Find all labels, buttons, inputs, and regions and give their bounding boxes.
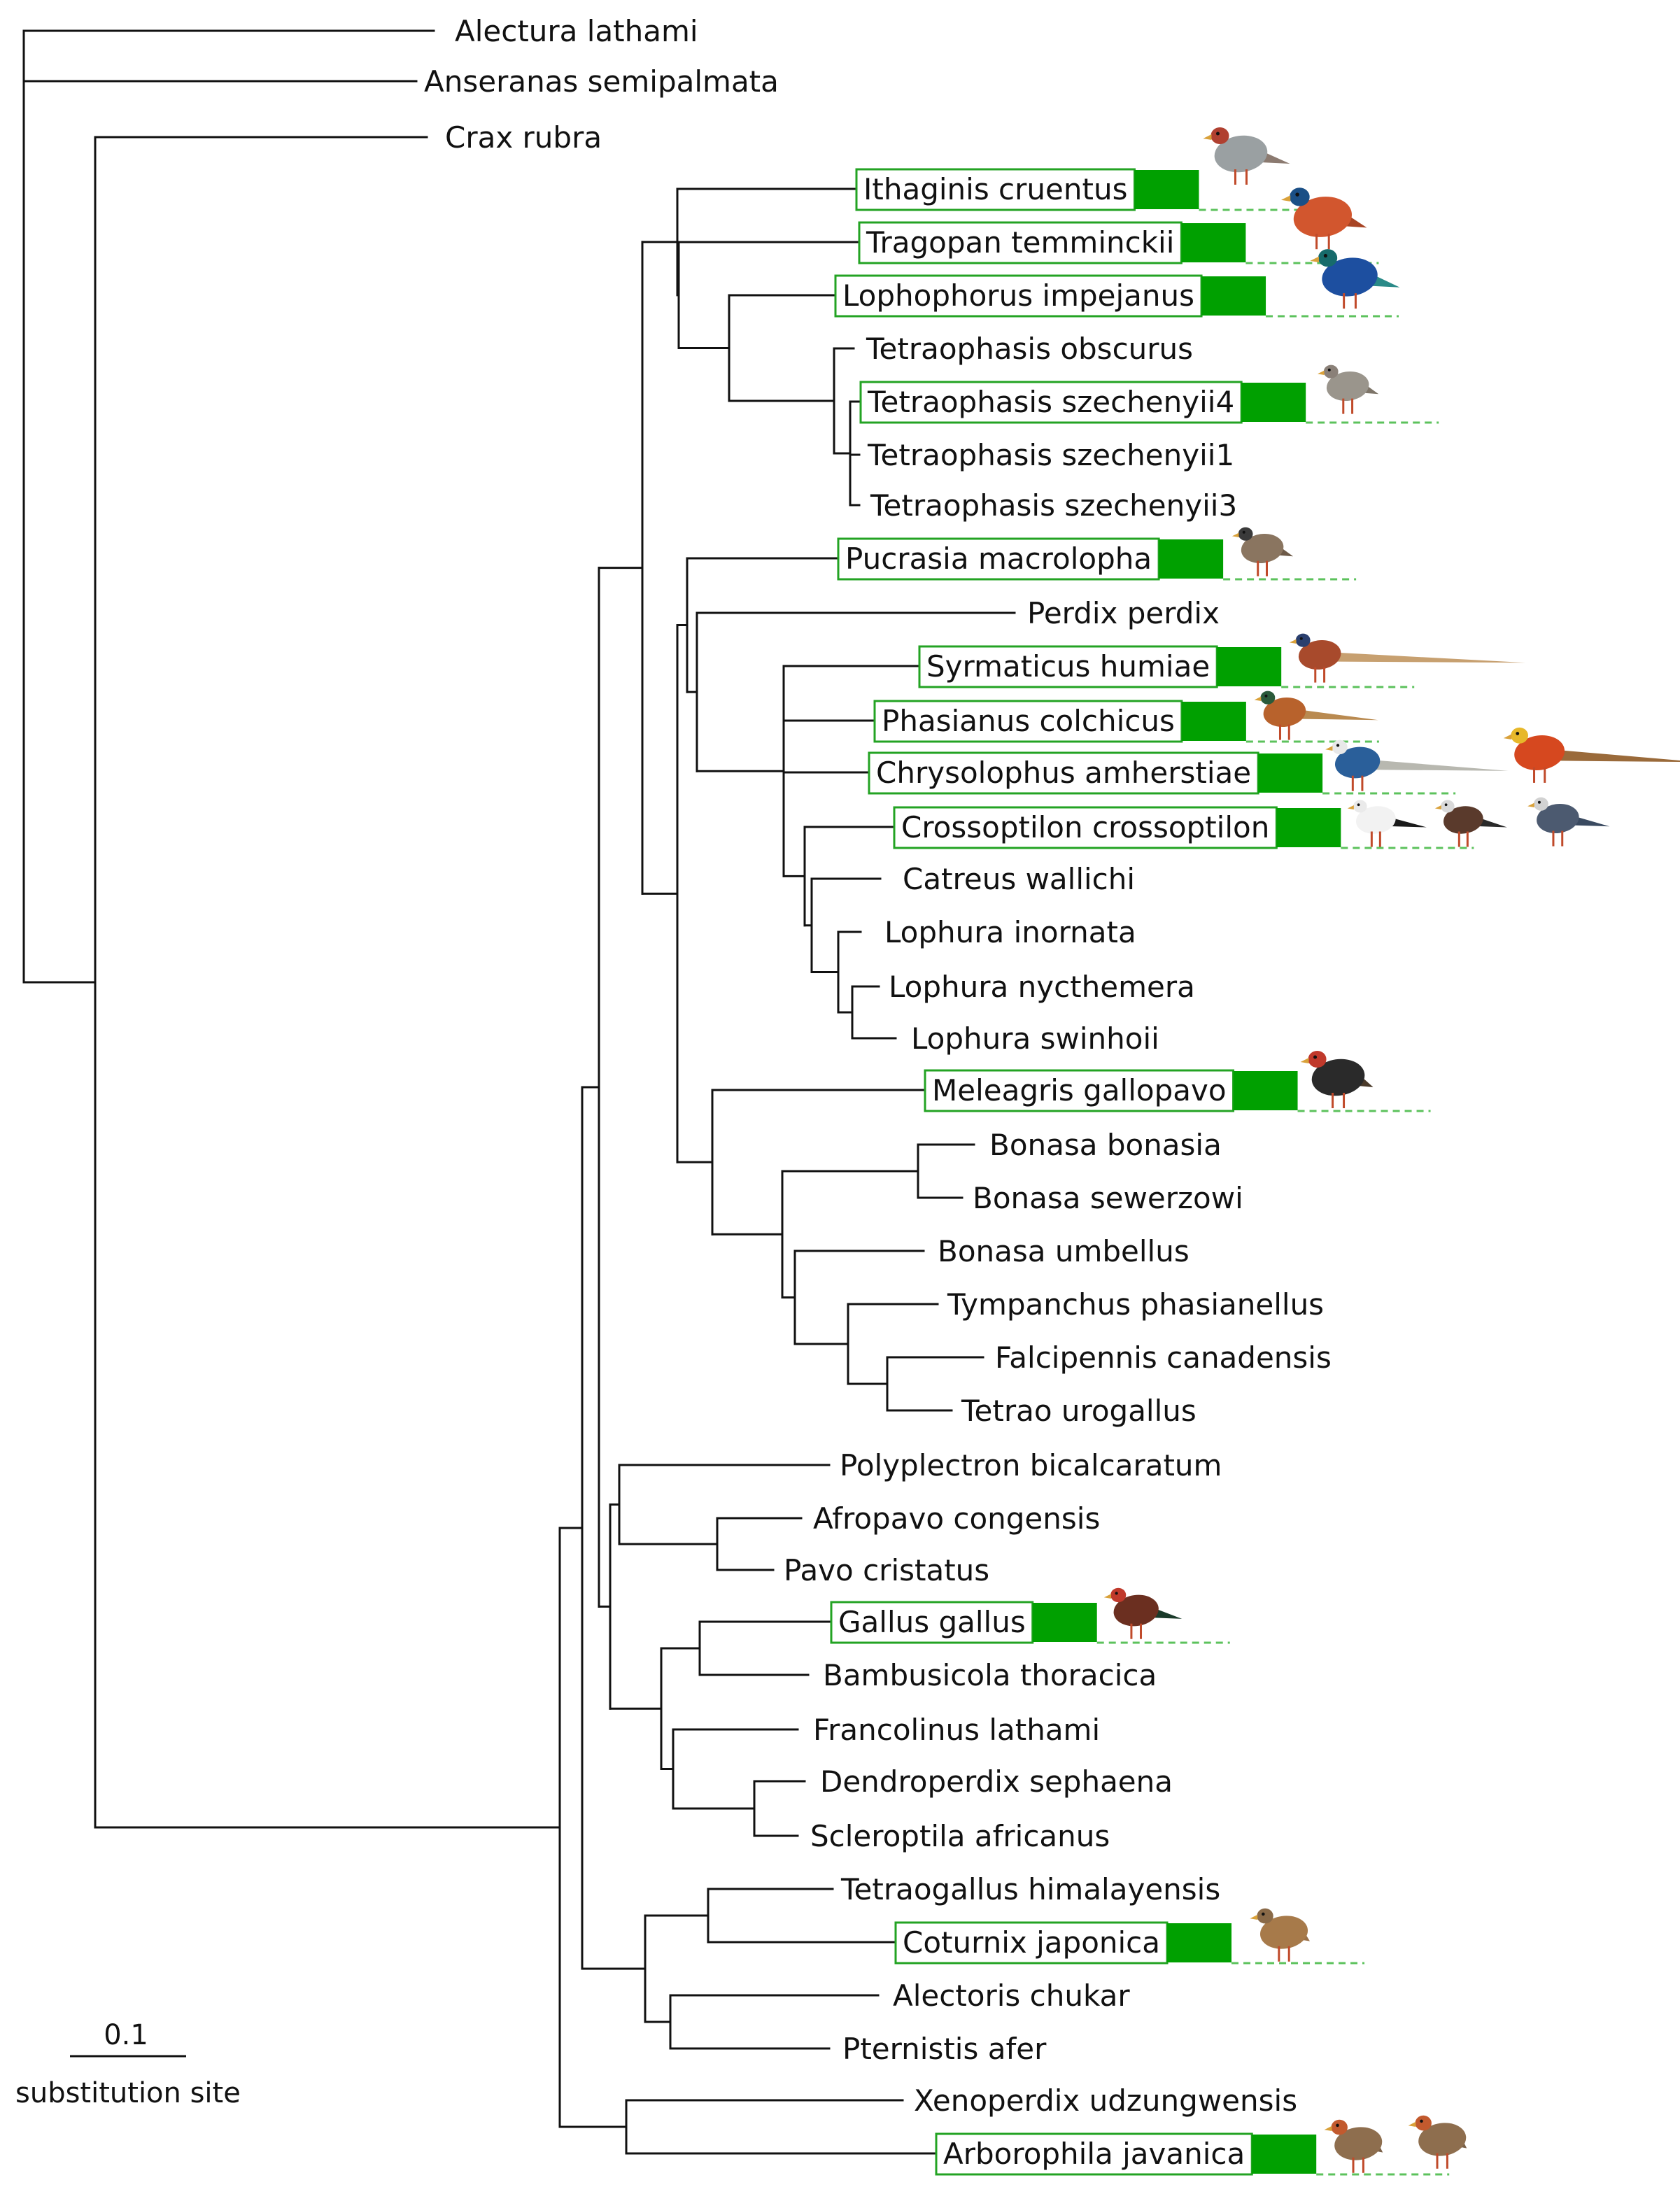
taxon-label: Polyplectron bicalcaratum — [840, 1448, 1222, 1482]
taxon-label: Lophophorus impejanus — [842, 278, 1194, 313]
taxon-label: Phasianus colchicus — [882, 704, 1175, 738]
monal-partridge-icon — [1317, 364, 1379, 414]
highlight-bar — [1276, 808, 1341, 847]
blue-eared-pheasant-icon — [1527, 797, 1610, 847]
taxon-label: Dendroperdix sephaena — [820, 1764, 1173, 1799]
taxon-label: Arborophila javanica — [943, 2137, 1245, 2171]
highlight-bar — [1233, 1071, 1298, 1110]
koklass-icon — [1231, 527, 1294, 576]
highlight-boxes — [830, 168, 1474, 2176]
taxon-label: Lophura swinhoii — [911, 1021, 1159, 1056]
highlight-box — [859, 381, 1243, 424]
highlight-box — [893, 806, 1278, 849]
lady-amherst-pheasant-icon — [1325, 739, 1509, 791]
highlight-bar — [1159, 539, 1224, 579]
taxon-label: Scleroptila africanus — [810, 1819, 1110, 1853]
scale-bar: 0.1 substitution site — [15, 2019, 241, 2109]
taxon-label: Alectura lathami — [455, 14, 698, 48]
taxon-label: Tragopan temminckii — [866, 225, 1174, 260]
taxon-label: Chrysolophus amherstiae — [876, 756, 1251, 790]
taxon-label: Francolinus lathami — [813, 1713, 1100, 1747]
highlight-bar — [1181, 702, 1246, 741]
taxon-label: Tetraogallus himalayensis — [840, 1872, 1220, 1906]
highlight-bar — [1252, 2135, 1317, 2174]
highlight-box — [918, 645, 1218, 688]
common-pheasant-icon — [1254, 691, 1378, 740]
taxon-label: Tetraophasis szechenyii4 — [867, 385, 1234, 419]
taxon-label: Tetrao urogallus — [961, 1394, 1197, 1428]
highlight-bar — [1134, 170, 1199, 209]
taxon-label: Tympanchus phasianellus — [947, 1287, 1324, 1322]
taxon-label: Ithaginis cruentus — [863, 172, 1127, 206]
taxon-label: Falcipennis canadensis — [995, 1340, 1332, 1375]
taxon-label: Crossoptilon crossoptilon — [901, 810, 1269, 844]
highlight-bar — [1241, 383, 1306, 422]
tree-branches — [22, 29, 1016, 2155]
quail-icon — [1250, 1908, 1311, 1962]
taxon-label: Pavo cristatus — [784, 1553, 989, 1587]
taxon-label: Xenoperdix udzungwensis — [914, 2083, 1297, 2118]
taxon-label: Bambusicola thoracica — [823, 1658, 1157, 1692]
taxon-label: Lophura inornata — [884, 915, 1136, 949]
highlight-bar — [1181, 223, 1246, 262]
taxon-label: Lophura nycthemera — [889, 970, 1195, 1004]
tragopan-icon — [1280, 187, 1367, 250]
monal-icon — [1310, 249, 1400, 309]
taxon-label: Pternistis afer — [842, 2032, 1047, 2066]
highlight-box — [873, 700, 1183, 743]
highlight-box — [837, 537, 1160, 581]
taxon-label: Catreus wallichi — [903, 862, 1135, 896]
taxon-label: Bonasa sewerzowi — [973, 1181, 1243, 1215]
brown-eared-pheasant-icon — [1434, 800, 1507, 847]
scale-bar-label: substitution site — [15, 2077, 241, 2109]
taxon-label: Pucrasia macrolopha — [845, 542, 1152, 576]
highlight-box — [855, 168, 1136, 211]
highlight-box — [868, 751, 1259, 795]
hill-partridge-2-icon — [1408, 2115, 1467, 2169]
hill-partridge-icon — [1324, 2119, 1383, 2173]
golden-pheasant-icon — [1503, 727, 1680, 783]
taxon-label: Syrmaticus humiae — [926, 649, 1210, 684]
rooster-icon — [1103, 1587, 1183, 1639]
highlight-bar — [1217, 647, 1282, 686]
highlight-bar — [1032, 1603, 1097, 1642]
highlight-bar — [1258, 753, 1323, 793]
taxon-label: Tetraophasis szechenyii1 — [867, 438, 1234, 472]
bird-illustrations — [1103, 127, 1680, 2173]
eared-pheasant-icon — [1347, 800, 1427, 847]
taxon-label: Tetraophasis obscurus — [866, 332, 1193, 366]
taxon-label: Gallus gallus — [838, 1605, 1026, 1639]
taxon-label: Bonasa umbellus — [938, 1234, 1190, 1268]
long-tailed-pheasant-icon — [1289, 633, 1526, 683]
taxon-label: Coturnix japonica — [903, 1925, 1160, 1960]
highlight-bar — [1167, 1923, 1232, 1962]
scale-bar-value: 0.1 — [104, 2019, 148, 2051]
highlight-bar — [1201, 276, 1266, 316]
blood-pheasant-icon — [1203, 127, 1290, 185]
taxon-label: Meleagris gallopavo — [932, 1073, 1227, 1107]
taxon-label: Tetraophasis szechenyii3 — [870, 488, 1237, 523]
highlight-box — [935, 2132, 1253, 2176]
taxon-label: Afropavo congensis — [813, 1501, 1100, 1536]
taxon-label: Anseranas semipalmata — [424, 64, 779, 99]
taxon-label: Perdix perdix — [1027, 596, 1220, 630]
taxon-label: Alectoris chukar — [893, 1979, 1130, 2013]
taxon-label: Crax rubra — [445, 120, 602, 155]
taxon-label: Bonasa bonasia — [989, 1128, 1222, 1162]
turkey-icon — [1300, 1051, 1374, 1108]
